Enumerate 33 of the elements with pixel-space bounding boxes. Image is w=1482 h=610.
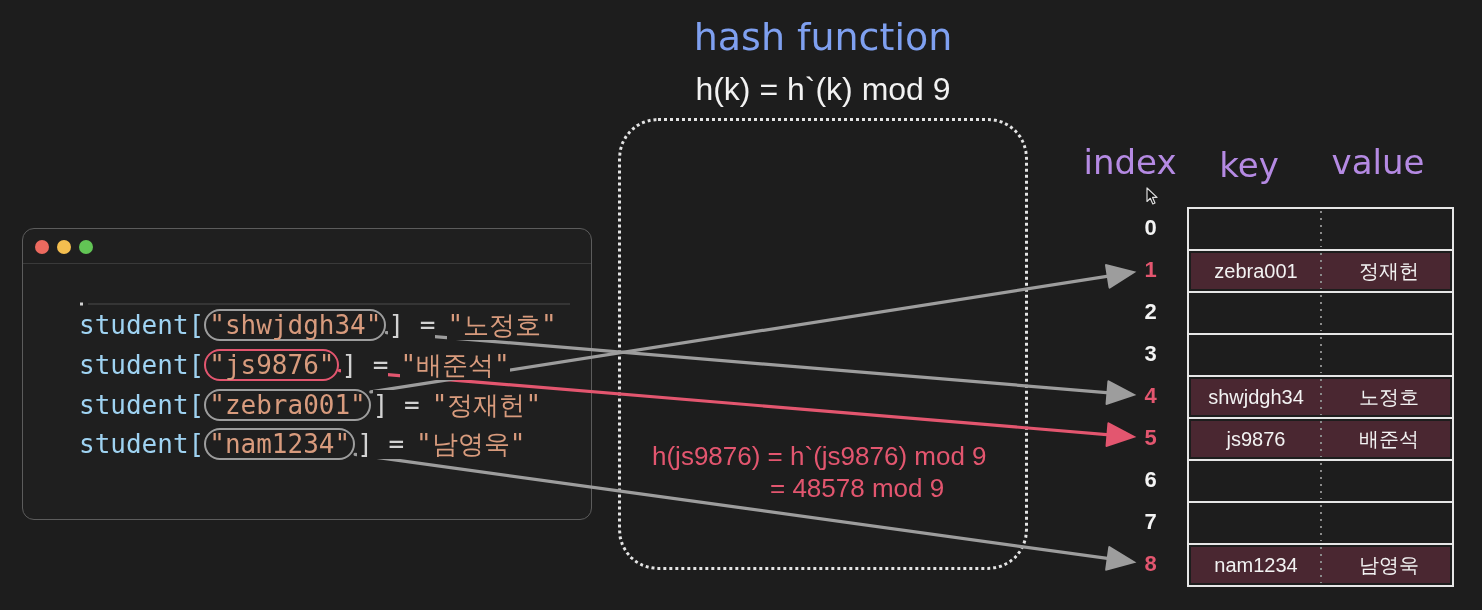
- index-number: 6: [1136, 468, 1160, 492]
- table-row: [1187, 417, 1454, 461]
- index-number: 0: [1136, 216, 1160, 240]
- code-text: ] =: [372, 390, 420, 420]
- column-header: index: [1083, 142, 1177, 182]
- index-number: 4: [1136, 384, 1160, 408]
- index-number: 1: [1136, 258, 1160, 282]
- key-text: shwjdgh34: [1208, 385, 1304, 409]
- column-header: value: [1331, 142, 1425, 182]
- table-row: [1187, 543, 1454, 587]
- table-row: [1187, 375, 1454, 419]
- key-text: zebra001: [1214, 259, 1298, 283]
- index-number: 8: [1136, 552, 1160, 576]
- value-text: 남영욱: [1359, 553, 1419, 577]
- value-text: 정재헌: [1359, 259, 1419, 283]
- value-text: 노정호: [1359, 385, 1419, 409]
- table-row: [1187, 501, 1454, 545]
- value-text: 배준석: [1359, 427, 1419, 451]
- table-row: [1187, 459, 1454, 503]
- heading: hash function: [693, 14, 953, 60]
- code-window: [22, 228, 592, 520]
- formula-text: h(k) = h`(k) mod 9: [695, 70, 951, 108]
- table-row: [1187, 249, 1454, 293]
- index-number: 3: [1136, 342, 1160, 366]
- index-number: 7: [1136, 510, 1160, 534]
- key-text: nam1234: [1214, 553, 1298, 577]
- table-row: [1187, 207, 1454, 251]
- index-number: 5: [1136, 426, 1160, 450]
- index-number: 2: [1136, 300, 1160, 324]
- column-header: key: [1219, 145, 1279, 185]
- table-row: [1187, 333, 1454, 377]
- key-text: js9876: [1226, 427, 1286, 451]
- table-row: [1187, 291, 1454, 335]
